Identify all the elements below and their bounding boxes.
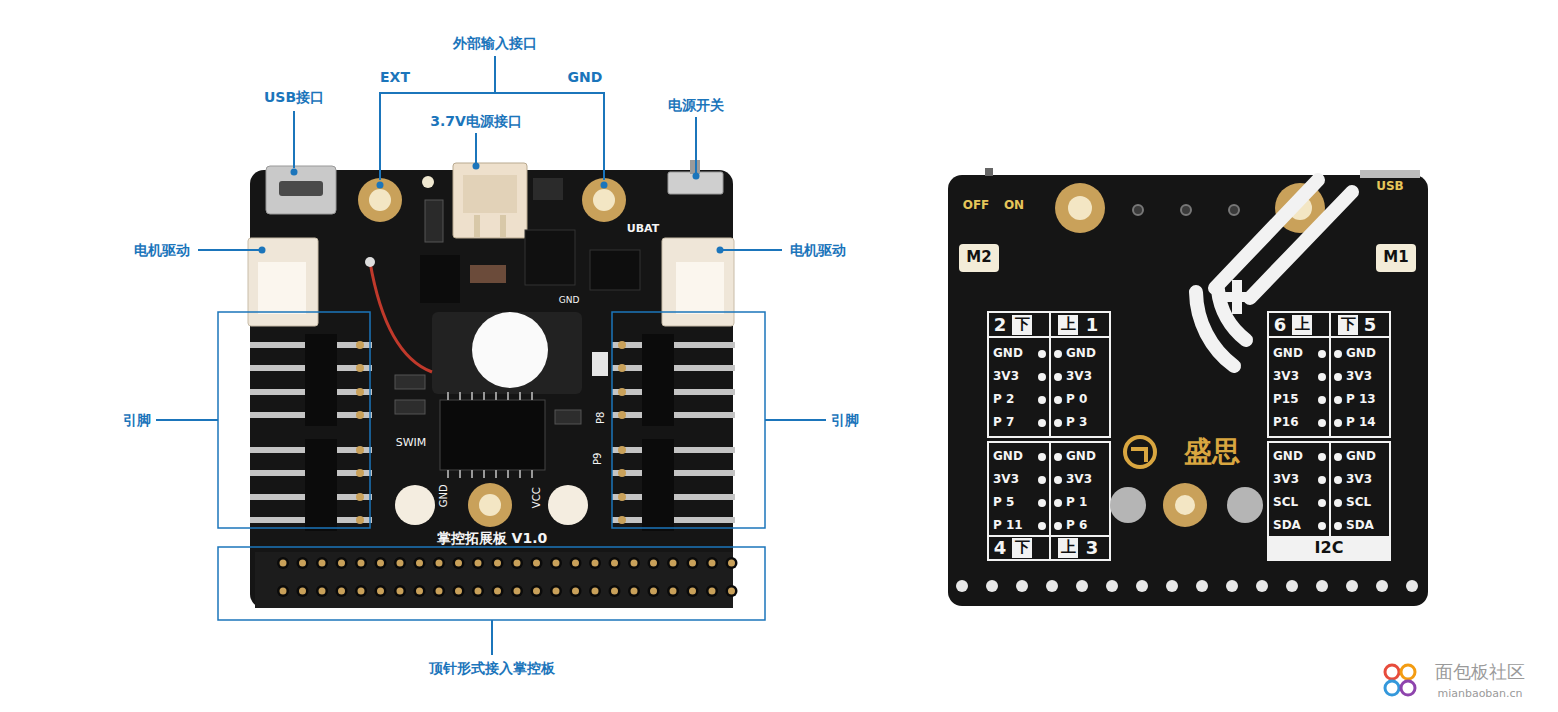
pin-name: GND	[993, 347, 1023, 361]
port-number: 1	[1086, 315, 1099, 336]
pin-name: 3V3	[1273, 473, 1299, 487]
port-side: 下	[1015, 316, 1030, 333]
pin-name: GND	[1066, 347, 1096, 361]
port-label: USB	[1376, 180, 1404, 194]
motor-label: M1	[1383, 249, 1408, 266]
pin-name: GND	[1273, 450, 1303, 464]
callout-label: 引脚	[831, 412, 859, 428]
callout-label: 外部输入接口	[453, 35, 537, 51]
pin-name: SDA	[1346, 519, 1374, 533]
pin-name: GND	[993, 450, 1023, 464]
switch-label: ON	[1004, 199, 1024, 213]
pin-name: 3V3	[1066, 370, 1092, 384]
silkscreen-text: P9	[592, 453, 604, 465]
port-side: 上	[1061, 316, 1076, 333]
switch-label: OFF	[963, 199, 990, 213]
port-number: 5	[1364, 315, 1377, 336]
silkscreen-text: SWIM	[396, 437, 427, 450]
pin-name: GND	[1346, 347, 1376, 361]
pin-name: P 6	[1066, 519, 1087, 533]
pin-name: P 1	[1066, 496, 1087, 510]
pin-name: 3V3	[1273, 370, 1299, 384]
silkscreen-text: GND	[559, 295, 580, 305]
callout-label: 引脚	[123, 412, 151, 428]
watermark: mianbaoban.cn	[1437, 688, 1522, 701]
pin-name: GND	[1066, 450, 1096, 464]
port-number: 3	[1086, 538, 1099, 559]
callout-label: 3.7V电源接口	[430, 113, 522, 129]
port-side: 上	[1061, 539, 1076, 556]
port-number: 2	[994, 315, 1007, 336]
port-side: 下	[1341, 316, 1356, 333]
silkscreen-text: GND	[437, 485, 449, 508]
port-side: 下	[1015, 539, 1030, 556]
silkscreen-text: VCC	[530, 488, 542, 509]
pin-name: 3V3	[993, 473, 1019, 487]
board-name: 掌控拓展板 V1.0	[437, 530, 548, 546]
callout-label: 电机驱动	[790, 242, 846, 258]
pin-name: SCL	[1346, 496, 1371, 510]
callout-label: USB接口	[264, 89, 324, 105]
callout-label: GND	[568, 69, 603, 85]
callout-label: EXT	[380, 69, 410, 85]
watermark: 面包板社区	[1435, 662, 1525, 683]
callout-label: 电机驱动	[134, 242, 190, 258]
pin-name: P 5	[993, 496, 1014, 510]
pin-name: P 7	[993, 416, 1014, 430]
pin-name: P15	[1273, 393, 1299, 407]
brand-name: 盛思	[1184, 436, 1240, 468]
pin-name: 3V3	[1066, 473, 1092, 487]
pin-name: P 11	[993, 519, 1023, 533]
pin-name: P 0	[1066, 393, 1087, 407]
port-side: 上	[1295, 316, 1310, 333]
silkscreen-text: UBAT	[627, 223, 659, 236]
pin-name: 3V3	[993, 370, 1019, 384]
motor-label: M2	[966, 249, 991, 266]
port-number: 4	[994, 538, 1007, 559]
pin-name: SDA	[1273, 519, 1301, 533]
pin-name: GND	[1273, 347, 1303, 361]
pin-name: P16	[1273, 416, 1299, 430]
pin-name: 3V3	[1346, 370, 1372, 384]
pin-name: GND	[1346, 450, 1376, 464]
pin-name: P 3	[1066, 416, 1087, 430]
callout-label: 电源开关	[668, 97, 724, 113]
pin-name: P 14	[1346, 416, 1376, 430]
callout-label: 顶针形式接入掌控板	[429, 660, 555, 676]
port-number: 6	[1274, 315, 1287, 336]
silkscreen-text: P8	[595, 412, 607, 424]
pin-name: P 2	[993, 393, 1014, 407]
pin-name: SCL	[1273, 496, 1298, 510]
pin-name: 3V3	[1346, 473, 1372, 487]
bus-label: I2C	[1315, 539, 1344, 557]
pin-name: P 13	[1346, 393, 1376, 407]
